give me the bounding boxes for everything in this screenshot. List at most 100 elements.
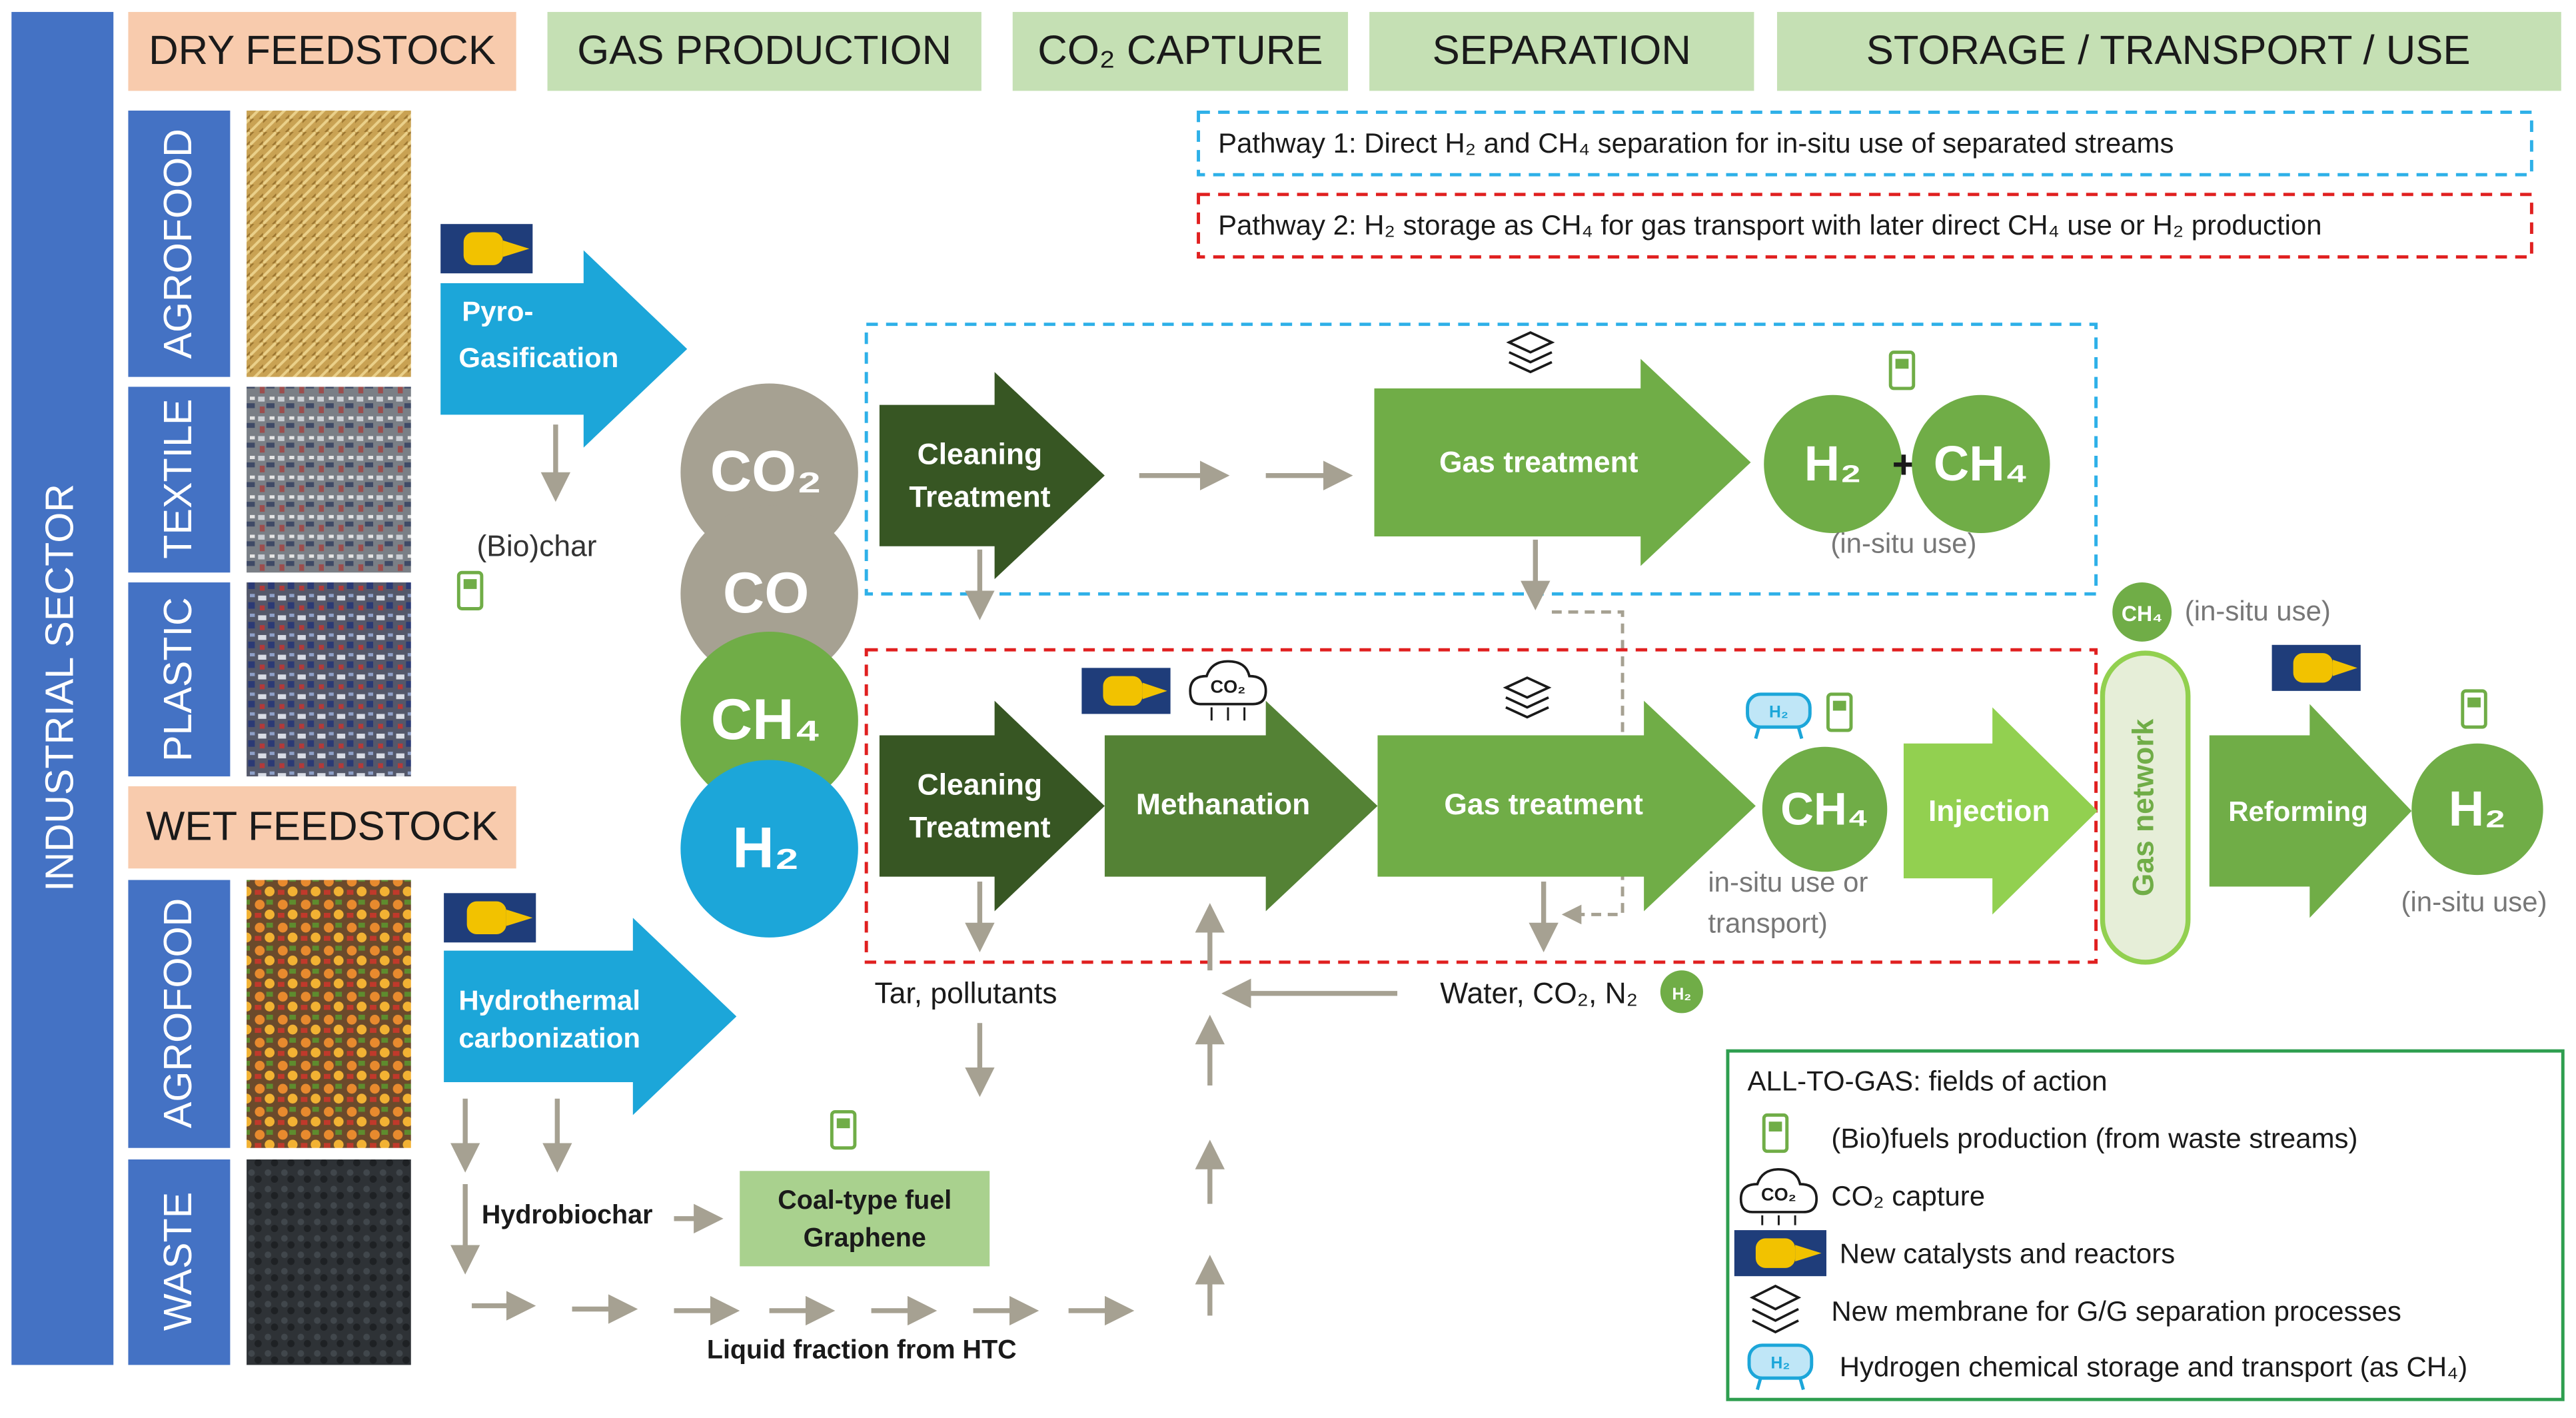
in-situ-use-p1: (in-situ use): [1830, 528, 1976, 559]
injection-arrow: [1903, 707, 2098, 915]
cleaning-arrow-p1: [879, 372, 1105, 580]
h2-circle: [680, 760, 858, 938]
plastic-label: PLASTIC: [155, 597, 200, 762]
biofuel-pump-icon: [456, 570, 484, 610]
ch4-label: CH₄: [711, 688, 822, 752]
gas-treatment-label-p2: Gas treatment: [1444, 788, 1643, 821]
h2-output-label: H₂: [1804, 436, 1862, 491]
h2-final-label: H₂: [2449, 781, 2506, 836]
legend-item-membrane: New membrane for G/G separation processe…: [1831, 1295, 2401, 1327]
header-wet-feedstock: WET FEEDSTOCK: [146, 803, 498, 849]
textile-label: TEXTILE: [155, 399, 200, 559]
legend-item-catalysts: New catalysts and reactors: [1840, 1237, 2175, 1269]
catalyst-icon: [444, 893, 536, 943]
legend-biofuel-icon: [1762, 1113, 1789, 1153]
h2-tank-label: H₂: [1769, 703, 1788, 721]
methanation-arrow: [1104, 700, 1378, 912]
biochar-label: (Bio)char: [476, 530, 596, 563]
waste-label: WASTE: [155, 1192, 200, 1331]
hydrogen-storage-tank-icon: H₂: [1746, 692, 1812, 740]
pyro-gasification-arrow: [440, 250, 688, 448]
biofuel-pump-icon: [1826, 692, 1853, 732]
legend-co2-cloud-label: CO₂: [1761, 1184, 1796, 1205]
co2-circle: [680, 383, 858, 561]
ch4-p2-circle: [1762, 746, 1888, 872]
coal-graphene-box: [740, 1171, 990, 1267]
wet-agrofood-label-box: [128, 880, 231, 1148]
header-gas-production-box: [547, 11, 981, 91]
biofuel-pump-icon: [1888, 351, 1916, 390]
hydrothermal-label-2: carbonization: [458, 1022, 640, 1054]
wet-agrofood-label: AGROFOOD: [155, 898, 200, 1128]
catalyst-icon: [1081, 668, 1171, 714]
header-co2-capture: CO₂ CAPTURE: [1037, 27, 1323, 73]
liquid-fraction-label: Liquid fraction from HTC: [707, 1335, 1017, 1365]
hydrobiochar-label: Hydrobiochar: [482, 1200, 653, 1229]
header-dry-feedstock: DRY FEEDSTOCK: [149, 27, 496, 73]
h2-output-circle: [1764, 394, 1902, 534]
pathway2-region: [864, 648, 2098, 964]
food-waste-image: [247, 880, 411, 1148]
co-circle: [680, 505, 858, 683]
cleaning-arrow-p2: [879, 700, 1105, 912]
ch4-output-label: CH₄: [1934, 436, 2028, 491]
membrane-icon: [1506, 331, 1555, 374]
legend-co2-cloud-icon: CO₂: [1739, 1167, 1818, 1225]
plastic-label-box: [128, 582, 231, 777]
ch4-in-situ-use: (in-situ use): [2185, 595, 2331, 626]
cleaning-label-p1: Cleaning: [918, 438, 1042, 470]
legend-membrane-icon: [1749, 1284, 1802, 1334]
gas-treatment-arrow-p2: [1377, 700, 1756, 912]
dry-agrofood-label-box: [128, 110, 231, 377]
sludge-waste-image: [247, 1159, 411, 1365]
treatment-label-p2: Treatment: [909, 811, 1050, 844]
pathway2-text: Pathway 2: H₂ storage as CH₄ for gas tra…: [1218, 209, 2321, 241]
legend-item-hydrogen: Hydrogen chemical storage and transport …: [1840, 1351, 2468, 1383]
water-co2-n2-label: Water, CO₂, N₂: [1440, 978, 1638, 1010]
catalyst-icon: [440, 224, 533, 274]
hydrothermal-arrow: [444, 918, 737, 1115]
biofuel-pump-icon: [830, 1109, 857, 1150]
pathway2-legend-box: [1197, 193, 2533, 259]
plastic-waste-image: [247, 582, 411, 777]
tar-pollutants-label: Tar, pollutants: [875, 978, 1057, 1010]
h2-in-situ-use: (in-situ use): [2401, 886, 2547, 917]
header-co2-capture-box: [1012, 11, 1349, 91]
biofuel-pump-icon: [2461, 689, 2487, 729]
co-label: CO: [723, 561, 810, 625]
h2-badge-label: H₂: [1672, 986, 1691, 1004]
reforming-arrow: [2209, 704, 2412, 918]
methanation-label: Methanation: [1136, 788, 1310, 821]
pyro-gasification-label-2: Gasification: [458, 342, 618, 373]
coal-label: Coal-type fuel: [778, 1185, 952, 1215]
ch4-small-label: CH₄: [2122, 602, 2163, 626]
legend-item-biofuels: (Bio)fuels production (from waste stream…: [1831, 1123, 2357, 1154]
cleaning-label-p2: Cleaning: [918, 768, 1042, 801]
dry-agrofood-label: AGROFOOD: [155, 129, 200, 358]
h2-badge-circle: [1660, 970, 1703, 1014]
legend-catalyst-icon: [1734, 1230, 1826, 1277]
in-situ-or-transport-1: in-situ use or: [1708, 866, 1868, 898]
co2-capture-cloud-icon: CO₂: [1189, 660, 1267, 721]
header-gas-production: GAS PRODUCTION: [577, 27, 952, 73]
ch4-circle: [680, 632, 858, 810]
hydrothermal-label-1: Hydrothermal: [458, 984, 640, 1016]
industrial-sector-label: INDUSTRIAL SECTOR: [37, 484, 81, 892]
agrofood-straw-image: [247, 110, 411, 377]
gas-network-pill: [2100, 650, 2191, 965]
treatment-label-p1: Treatment: [909, 481, 1050, 514]
in-situ-or-transport-2: transport): [1708, 908, 1827, 939]
header-separation-box: [1369, 11, 1754, 91]
co2-cloud-label: CO₂: [1211, 676, 1246, 696]
header-wet-feedstock-box: [128, 786, 516, 869]
catalyst-icon: [2271, 644, 2361, 691]
legend-item-co2: CO₂ capture: [1831, 1180, 1985, 1211]
gas-treatment-arrow-p1: [1374, 358, 1751, 566]
pathway1-legend-box: [1197, 110, 2533, 177]
co2-label: CO₂: [710, 439, 822, 503]
header-storage: STORAGE / TRANSPORT / USE: [1866, 27, 2471, 73]
gas-treatment-label-p1: Gas treatment: [1439, 446, 1638, 479]
graphene-label: Graphene: [804, 1223, 926, 1253]
waste-label-box: [128, 1159, 231, 1365]
